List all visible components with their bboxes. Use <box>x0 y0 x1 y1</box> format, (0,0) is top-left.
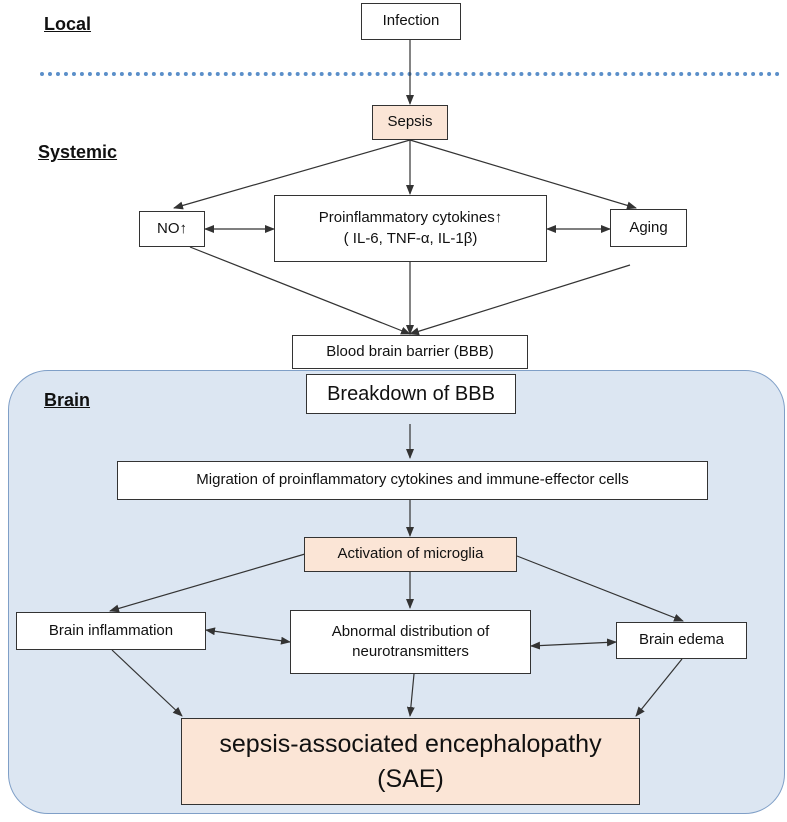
node-sae: sepsis-associated encephalopathy (SAE) <box>181 718 640 805</box>
node-migration: Migration of proinflammatory cytokines a… <box>117 461 708 500</box>
node-neuro-line1: Abnormal distribution of <box>331 622 490 640</box>
node-edema-label: Brain edema <box>638 631 725 649</box>
arrow-neuro-sae <box>406 673 415 717</box>
node-infection-label: Infection <box>382 12 440 30</box>
arrow-microglia-edema <box>516 555 684 622</box>
arrow-aging-bbb <box>409 264 631 336</box>
node-brain-edema: Brain edema <box>616 622 747 659</box>
arrow-inflammation-sae <box>111 649 183 717</box>
node-breakdown-bbb: Breakdown of BBB <box>306 374 516 414</box>
node-cytokines: Proinflammatory cytokines↑ ( IL-6, TNF-α… <box>274 195 547 262</box>
node-sae-line2: (SAE) <box>377 764 444 793</box>
arrow-neuro-edema <box>530 638 617 650</box>
node-neuro-line2: neurotransmitters <box>352 643 469 660</box>
node-breakdown-label: Breakdown of BBB <box>327 382 495 405</box>
node-no-label: NO↑ <box>157 219 187 237</box>
node-aging-label: Aging <box>629 218 668 236</box>
section-label-systemic: Systemic <box>38 142 118 162</box>
arrow-no-bbb <box>189 246 411 335</box>
node-inflammation-label: Brain inflammation <box>48 621 174 639</box>
node-sepsis-label: Sepsis <box>387 113 433 131</box>
arrow-microglia-inflammation <box>109 553 306 613</box>
node-sae-line1: sepsis-associated encephalopathy <box>219 729 602 758</box>
node-infection: Infection <box>361 3 461 40</box>
node-bbb-label: Blood brain barrier (BBB) <box>326 342 494 360</box>
node-sepsis: Sepsis <box>372 105 448 140</box>
node-migration-label: Migration of proinflammatory cytokines a… <box>196 471 629 489</box>
arrow-inflammation-neuro <box>205 627 291 645</box>
section-label-local: Local <box>44 14 92 34</box>
section-label-brain: Brain <box>44 390 91 410</box>
node-cytokines-line2: ( IL-6, TNF-α, IL-1β) <box>343 229 478 247</box>
node-microglia-label: Activation of microglia <box>337 545 484 563</box>
arrow-sepsis-aging <box>409 139 637 210</box>
node-bbb: Blood brain barrier (BBB) <box>292 335 528 369</box>
node-microglia: Activation of microglia <box>304 537 517 572</box>
arrow-sepsis-no <box>173 139 411 210</box>
node-brain-inflammation: Brain inflammation <box>16 612 206 650</box>
arrow-edema-sae <box>635 658 683 717</box>
node-neurotransmitters: Abnormal distribution of neurotransmitte… <box>290 610 531 674</box>
node-no: NO↑ <box>139 211 205 247</box>
node-cytokines-line1: Proinflammatory cytokines↑ <box>318 209 503 227</box>
node-aging: Aging <box>610 209 687 247</box>
